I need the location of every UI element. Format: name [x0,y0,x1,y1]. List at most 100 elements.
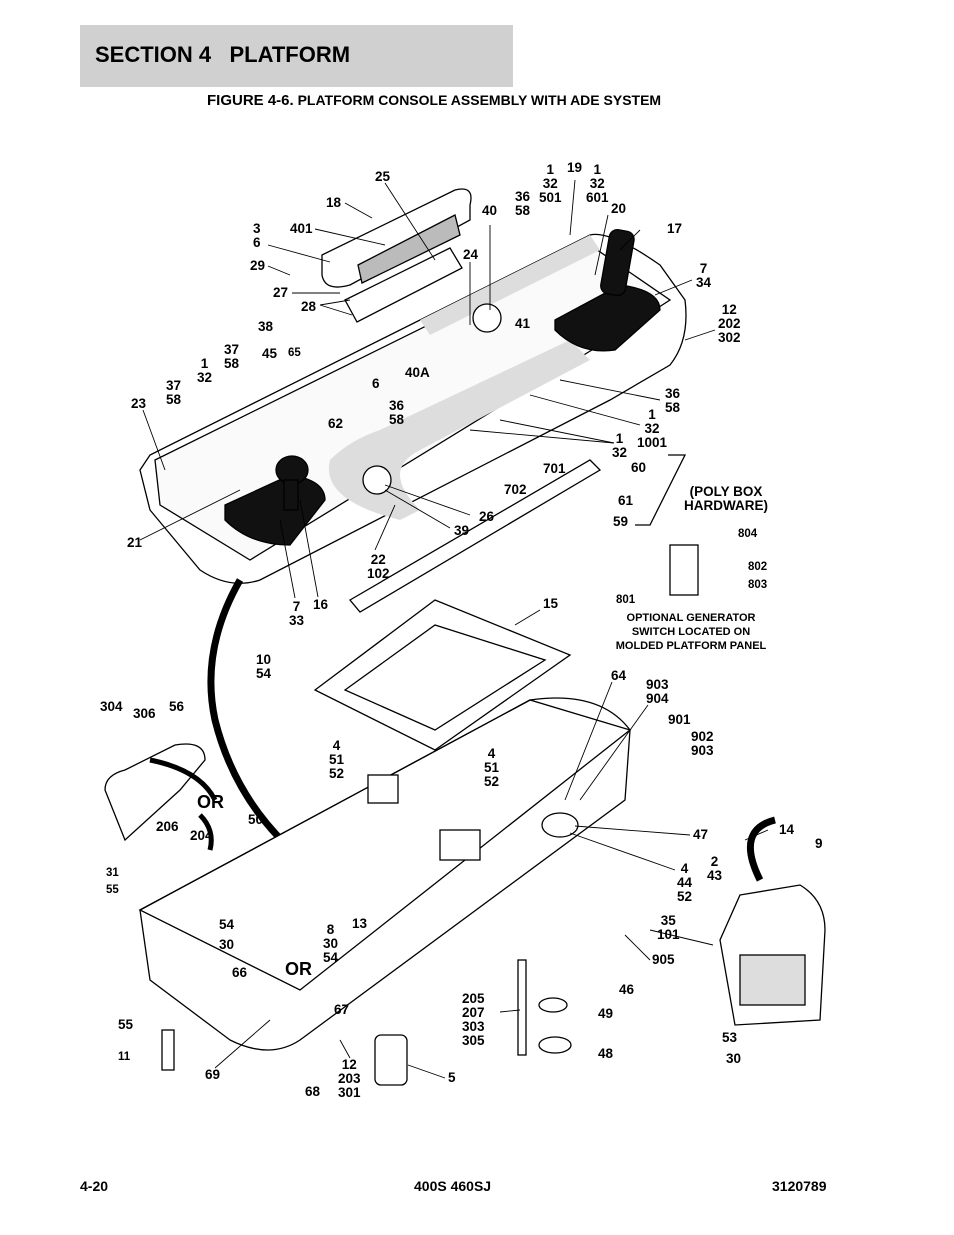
callout-label: 1 32 501 [539,162,562,205]
document-number: 3120789 [772,1178,827,1194]
callout-label: 19 [567,160,583,175]
mounting-frame-inner [343,624,547,731]
callout-label: 49 [598,1006,614,1021]
mounting-bar-22 [349,459,602,613]
callout-label: 903 904 [646,677,669,706]
display-screen [357,214,461,284]
callout-label: 37 58 [224,342,240,371]
callout-label: 35 101 [657,913,680,942]
callout-label: 902 903 [691,729,714,758]
callout-label: 45 [262,346,278,361]
bolt-205 [517,959,527,1056]
callout-label: 6 [372,376,380,391]
estop-knob [472,303,502,333]
connector [367,774,399,804]
connector-round [541,812,579,838]
callout-label: 702 [504,482,527,497]
callout-label: 12 202 302 [718,302,741,345]
callout-label: 4 44 52 [677,861,693,904]
generator-switch-note: OPTIONAL GENERATOR SWITCH LOCATED ON MOL… [615,612,767,652]
callout-label: 24 [463,247,479,262]
callout-label: OR [197,792,224,812]
section-header: SECTION 4 PLATFORM [80,25,513,87]
figure-caption: PLATFORM CONSOLE ASSEMBLY WITH ADE SYSTE… [293,92,662,108]
callout-label: 1 32 601 [586,162,609,205]
callout-label: 701 [543,461,566,476]
callout-label: 48 [598,1046,614,1061]
washer-49 [538,997,568,1013]
poly-box-bracket [635,454,687,526]
callout-label: 1 32 [197,356,213,385]
figure-number: FIGURE 4-6. [207,92,294,109]
callout-label: 803 [748,579,768,591]
callout-label: 62 [328,416,344,431]
model-name: 400S 460SJ [414,1178,492,1194]
or-arrow [149,757,218,802]
callout-label: 46 [619,982,635,997]
callout-label: 11 [118,1051,131,1063]
callout-label: 18 [326,195,342,210]
callout-label: 36 58 [389,398,405,427]
bolt-11 [161,1029,175,1071]
or-arrow [198,813,214,851]
foot-pedal [739,954,806,1006]
callout-label: 50 [248,812,264,827]
callout-label: 801 [616,594,636,606]
callout-label: 36 58 [515,189,531,218]
horn-button [362,465,392,495]
base-box-outline [139,697,631,1051]
connector [439,829,481,861]
callout-label: 206 [156,819,179,834]
callout-label: 7 33 [289,599,305,628]
callout-label: 3 6 [253,221,261,250]
callout-label: 12 203 301 [338,1057,361,1100]
callout-label: 15 [543,596,559,611]
callout-label: 4 51 52 [329,738,345,781]
callout-label: 29 [250,258,266,273]
callout-label: 204 [190,828,213,843]
callout-label: 22 102 [367,552,390,581]
callout-label: 37 58 [166,378,182,407]
callout-label: 68 [305,1084,321,1099]
callout-label: 61 [618,493,634,508]
leader-lines [139,179,769,1079]
callout-label: 53 [722,1030,738,1045]
callout-label: 60 [631,460,647,475]
callout-label: 13 [352,916,368,931]
switch-pack [344,247,463,323]
callout-label: 17 [667,221,683,236]
callout-label: 901 [668,712,691,727]
callout-label: 55 [118,1017,134,1032]
callout-label: 27 [273,285,289,300]
callout-label: 69 [205,1067,221,1082]
callout-label: 31 [106,867,119,879]
nut-48 [538,1036,572,1054]
callout-label: 39 [454,523,470,538]
rear-cover [104,743,206,842]
callout-label: 14 [779,822,795,837]
callout-label: 802 [748,561,768,573]
callout-label: 36 58 [665,386,681,415]
callout-label: 40 [482,203,498,218]
callout-label: 54 [219,917,235,932]
callout-label: 7 34 [696,261,712,290]
callout-label: 40A [405,365,430,380]
callout-label: 67 [334,1002,350,1017]
callout-label: 59 [613,514,629,529]
mounting-frame [313,599,572,751]
callout-label: 401 [290,221,313,236]
callout-label: 30 [219,937,235,952]
callout-label: 38 [258,319,274,334]
callout-label: 21 [127,535,143,550]
callout-label: 1 32 [612,431,628,460]
foot-switch-cable [746,816,777,882]
callout-label: (POLY BOX HARDWARE) [684,484,768,513]
callout-label: 5 [448,1070,456,1085]
connector-5 [374,1034,408,1086]
callout-label: 47 [693,827,709,842]
callout-label: 205 207 303 305 [462,991,485,1048]
callout-label: 25 [375,169,391,184]
right-joystick-handle [600,229,635,297]
callout-label: 4 51 52 [484,746,500,789]
callout-label: 30 [726,1051,742,1066]
